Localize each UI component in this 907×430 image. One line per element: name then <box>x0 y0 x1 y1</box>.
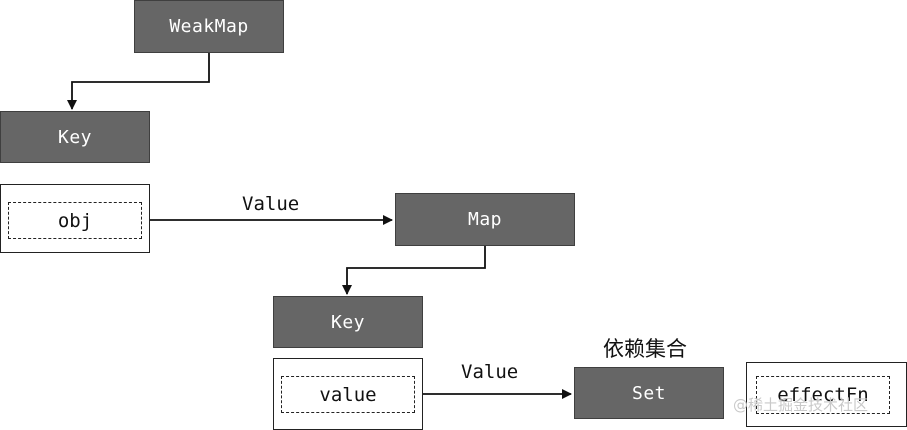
dependency-set-heading: 依赖集合 <box>603 337 687 361</box>
value-label: value <box>319 383 377 406</box>
value-node: value <box>281 376 415 413</box>
effectfn-label: effectFn <box>777 384 869 406</box>
weakmap-label: WeakMap <box>169 16 249 37</box>
weakmap-to-key-connector <box>67 53 210 110</box>
key-bottom-label: Key <box>330 311 365 333</box>
value-container: value <box>273 358 423 430</box>
set-node: Set <box>574 367 724 419</box>
obj-label: obj <box>57 209 93 232</box>
effectfn-node: effectFn <box>756 376 890 414</box>
obj-container: obj <box>0 184 150 253</box>
map-label: Map <box>467 209 502 230</box>
obj-to-map-edge-label: Value <box>242 193 300 215</box>
effectfn-container: effectFn <box>746 362 907 427</box>
watermark-text: @稀土掘金技术社区 <box>733 396 869 414</box>
obj-node: obj <box>8 202 142 239</box>
value-to-set-edge-label: Value <box>461 361 519 383</box>
set-label: Set <box>631 382 666 404</box>
map-to-key-connector <box>342 246 486 295</box>
key-node-top: Key <box>0 111 150 163</box>
key-top-label: Key <box>57 126 92 148</box>
weakmap-node: WeakMap <box>134 0 284 53</box>
key-node-bottom: Key <box>273 296 423 348</box>
map-node: Map <box>395 193 575 246</box>
